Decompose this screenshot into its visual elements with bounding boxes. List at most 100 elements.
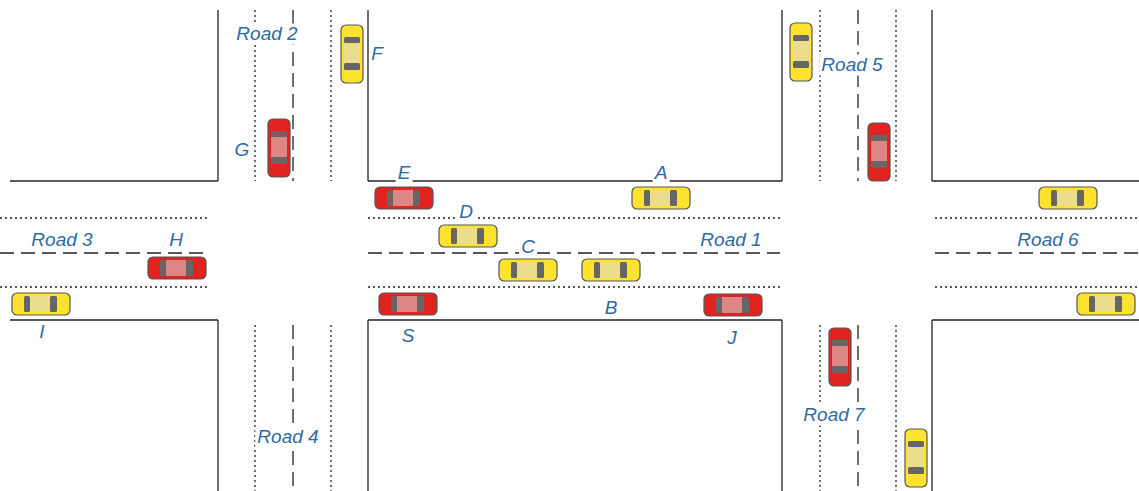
road-edge: [217, 10, 218, 181]
car-window: [344, 63, 360, 70]
car-window: [1051, 190, 1057, 206]
car-window: [271, 131, 287, 137]
road-edge: [932, 319, 1139, 320]
lane-divider: [0, 286, 210, 287]
car-label: I: [37, 322, 46, 343]
road-name: Road 1: [698, 230, 763, 251]
car-window: [387, 190, 393, 206]
car-body: [582, 259, 640, 281]
lane-divider: [935, 286, 1139, 287]
car-window: [451, 228, 457, 244]
car: [148, 257, 206, 279]
car-window: [1115, 296, 1122, 312]
car-window: [871, 135, 887, 141]
car-body: [704, 294, 762, 316]
car-body: [829, 328, 851, 386]
lane-divider: [330, 325, 331, 491]
car-body: [790, 23, 812, 81]
car: [12, 293, 70, 315]
car-body: [375, 187, 433, 209]
center-line: [368, 252, 780, 253]
center-line: [0, 252, 210, 253]
road-edge: [368, 180, 782, 181]
center-line: [292, 325, 293, 491]
car-roof: [166, 260, 186, 276]
car: [379, 293, 437, 315]
car-window: [1077, 190, 1084, 206]
car-roof: [1095, 296, 1115, 312]
car-window: [908, 441, 924, 447]
car-window: [594, 262, 600, 278]
car-body: [12, 293, 70, 315]
car-window: [670, 190, 677, 206]
car-roof: [600, 262, 620, 278]
car-roof: [650, 190, 670, 206]
car-window: [50, 296, 57, 312]
road-edge: [931, 10, 932, 181]
car-label: H: [167, 230, 185, 251]
lane-divider: [368, 286, 780, 287]
lane-divider: [368, 217, 780, 218]
car: [790, 23, 812, 81]
road-edge: [10, 180, 218, 181]
car: [341, 25, 363, 83]
car-roof: [793, 41, 809, 61]
car-window: [417, 296, 424, 312]
road-edge: [10, 10, 1139, 491]
lane-divider: [895, 325, 896, 491]
car-window: [716, 297, 722, 313]
car-roof: [908, 447, 924, 467]
road-edge: [931, 320, 932, 491]
car-body: [1077, 293, 1135, 315]
car-label: B: [603, 298, 620, 319]
car-label: S: [400, 326, 417, 347]
road-edge: [781, 10, 782, 181]
car-window: [908, 467, 924, 474]
cars: [12, 23, 1135, 487]
car-window: [742, 297, 749, 313]
car: [868, 123, 890, 181]
car-window: [160, 260, 166, 276]
road-edge: [368, 319, 782, 320]
car: [582, 259, 640, 281]
car-window: [511, 262, 517, 278]
car-window: [24, 296, 30, 312]
road-name: Road 2: [234, 24, 299, 45]
car-window: [413, 190, 420, 206]
car-window: [271, 157, 287, 164]
car-label: D: [457, 202, 475, 223]
lane-divider: [819, 10, 820, 181]
car-window: [391, 296, 397, 312]
car-label: C: [519, 237, 537, 258]
car-body: [379, 293, 437, 315]
car-window: [186, 260, 193, 276]
center-line: [0, 10, 1139, 491]
car-window: [793, 35, 809, 41]
road-name: Road 3: [29, 230, 94, 251]
car-roof: [344, 43, 360, 63]
car: [375, 187, 433, 209]
car-roof: [1057, 190, 1077, 206]
car-body: [868, 123, 890, 181]
car-window: [344, 37, 360, 43]
lane-divider: [935, 217, 1139, 218]
lane-divider: [254, 325, 255, 491]
car-window: [1089, 296, 1095, 312]
car: [632, 187, 690, 209]
car-label: A: [653, 163, 670, 184]
car-roof: [722, 297, 742, 313]
car-window: [793, 61, 809, 68]
car: [439, 225, 497, 247]
car: [499, 259, 557, 281]
road-edge: [217, 320, 218, 491]
car-window: [644, 190, 650, 206]
road-edge: [367, 320, 368, 491]
car-roof: [871, 141, 887, 161]
road-edge: [10, 319, 218, 320]
center-line: [935, 252, 1139, 253]
car-body: [499, 259, 557, 281]
car-body: [439, 225, 497, 247]
car: [1077, 293, 1135, 315]
car-roof: [457, 228, 477, 244]
